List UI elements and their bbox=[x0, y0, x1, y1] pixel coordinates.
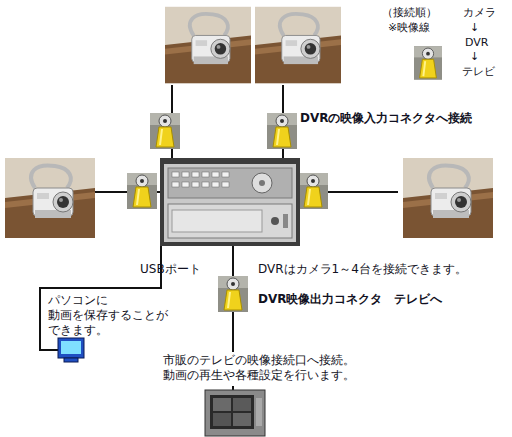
dvr-photo bbox=[160, 158, 300, 246]
connector-photo bbox=[218, 276, 248, 312]
camera-photo bbox=[255, 7, 341, 83]
camera-photo bbox=[165, 7, 251, 83]
connector-photo bbox=[150, 113, 180, 149]
usb-label: USBポート bbox=[140, 262, 201, 277]
tv-note: 市販のテレビの映像接続口へ接続。 動画の再生や各種設定を行います。 bbox=[163, 353, 371, 383]
connector-photo bbox=[267, 113, 297, 149]
order-arrow: ↓ bbox=[470, 50, 479, 64]
input-note: DVRの映像入力コネクタへ接続 bbox=[300, 111, 473, 126]
pc-icon bbox=[58, 338, 84, 362]
connector-photo bbox=[298, 173, 328, 209]
connector-photo bbox=[127, 173, 157, 209]
camera-photo bbox=[403, 158, 493, 238]
order-step: カメラ bbox=[463, 6, 496, 20]
connector-photo bbox=[414, 46, 442, 80]
order-step: テレビ bbox=[462, 65, 495, 79]
capacity-note: DVRはカメラ1～4台を接続できます。 bbox=[258, 262, 467, 277]
order-step: DVR bbox=[465, 36, 488, 50]
tv-photo bbox=[205, 390, 265, 436]
order-heading: （接続順） bbox=[382, 6, 437, 20]
camera-photo bbox=[5, 158, 95, 238]
order-arrow: ↓ bbox=[470, 21, 479, 35]
output-note: DVR映像出力コネクタ テレビへ bbox=[258, 292, 443, 307]
wire-note: ※映像線 bbox=[388, 21, 430, 35]
pc-note: パソコンに 動画を保存することが できます。 bbox=[48, 293, 180, 338]
